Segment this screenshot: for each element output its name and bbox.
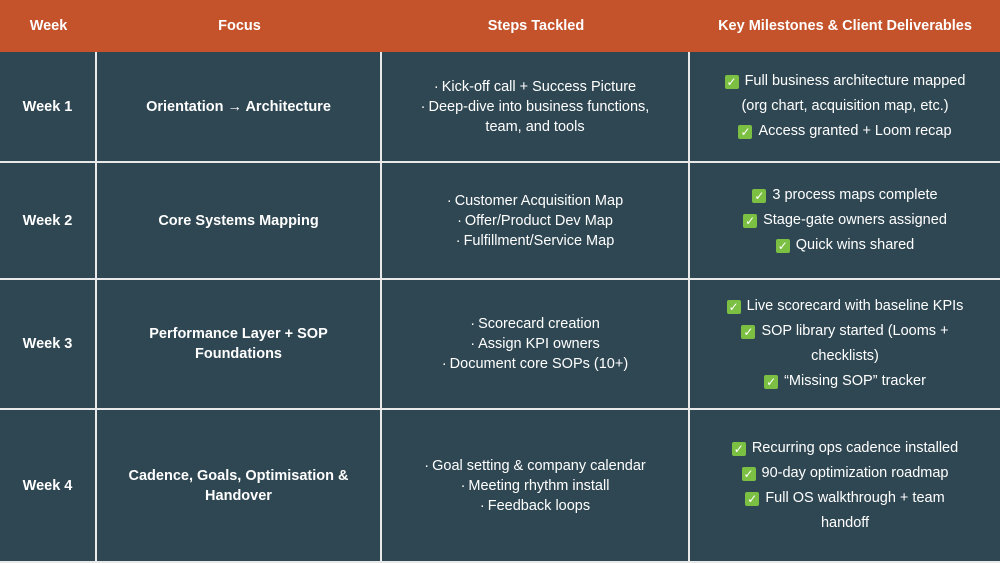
milestones-cell: ✓Recurring ops cadence installed ✓90-day… [690,410,1000,563]
milestone-item: ✓Stage-gate owners assigned [743,212,947,228]
focus-cell: Core Systems Mapping [97,163,382,280]
checkmark-icon: ✓ [731,441,746,456]
milestone-item: ✓90-day optimization roadmap [741,464,949,481]
step-item: ·Offer/Product Dev Map [457,212,613,229]
milestone-item: ✓Full business architecture mapped [724,73,966,89]
steps-cell: ·Scorecard creation ·Assign KPI owners ·… [382,280,690,410]
checkmark-icon: ✓ [745,491,760,506]
header-milestones: Key Milestones & Client Deliverables [690,0,1000,52]
checkmark-icon: ✓ [738,125,753,139]
steps-cell: ·Kick-off call + Success Picture ·Deep-d… [382,52,690,163]
milestone-item-continuation: handoff [820,514,870,531]
focus-cell: Orientation → Architecture [97,52,382,163]
step-item: ·Assign KPI owners [470,336,600,352]
week-cell: Week 4 [0,410,97,563]
step-item: ·Document core SOPs (10+) [441,356,629,372]
checkmark-icon: ✓ [764,375,779,389]
week-cell: Week 1 [0,52,97,163]
milestone-item: ✓Quick wins shared [775,237,915,253]
milestone-item: ✓Live scorecard with baseline KPIs [726,298,964,314]
header-week: Week [0,0,97,52]
focus-cell: Cadence, Goals, Optimisation & Handover [97,410,382,563]
milestone-item: ✓Full OS walkthrough + team [745,489,945,506]
milestones-cell: ✓Live scorecard with baseline KPIs ✓SOP … [690,280,1000,410]
step-item: ·Kick-off call + Success Picture [433,78,637,95]
week-cell: Week 2 [0,163,97,280]
checkmark-icon: ✓ [741,466,756,481]
step-item: ·Feedback loops [479,497,591,514]
milestone-item-continuation: (org chart, acquisition map, etc.) [741,98,949,114]
checkmark-icon: ✓ [775,239,790,253]
step-item: ·Deep-dive into business functions, [420,98,650,115]
checkmark-icon: ✓ [743,214,758,228]
header-focus: Focus [97,0,382,52]
milestone-item: ✓“Missing SOP” tracker [764,373,926,389]
step-item: ·Meeting rhythm install [460,477,610,494]
week-cell: Week 3 [0,280,97,410]
milestone-item: ✓SOP library started (Looms + [741,323,949,339]
milestones-cell: ✓Full business architecture mapped (org … [690,52,1000,163]
step-item: ·Scorecard creation [470,316,600,332]
checkmark-icon: ✓ [752,189,767,203]
step-item: ·Customer Acquisition Map [446,192,624,209]
checkmark-icon: ✓ [741,325,756,339]
header-steps: Steps Tackled [382,0,690,52]
milestone-item-continuation: checklists) [811,348,879,364]
milestone-item: ✓3 process maps complete [752,187,938,203]
steps-cell: ·Customer Acquisition Map ·Offer/Product… [382,163,690,280]
step-item: ·Goal setting & company calendar [424,457,646,474]
milestones-cell: ✓3 process maps complete ✓Stage-gate own… [690,163,1000,280]
milestone-item: ✓Recurring ops cadence installed [731,439,959,456]
milestone-item: ✓Access granted + Loom recap [738,123,952,139]
step-item-continuation: team, and tools [485,118,585,135]
checkmark-icon: ✓ [726,300,741,314]
focus-cell: Performance Layer + SOP Foundations [97,280,382,410]
checkmark-icon: ✓ [724,75,739,89]
step-item: ·Fulfillment/Service Map [455,232,615,249]
steps-cell: ·Goal setting & company calendar ·Meetin… [382,410,690,563]
